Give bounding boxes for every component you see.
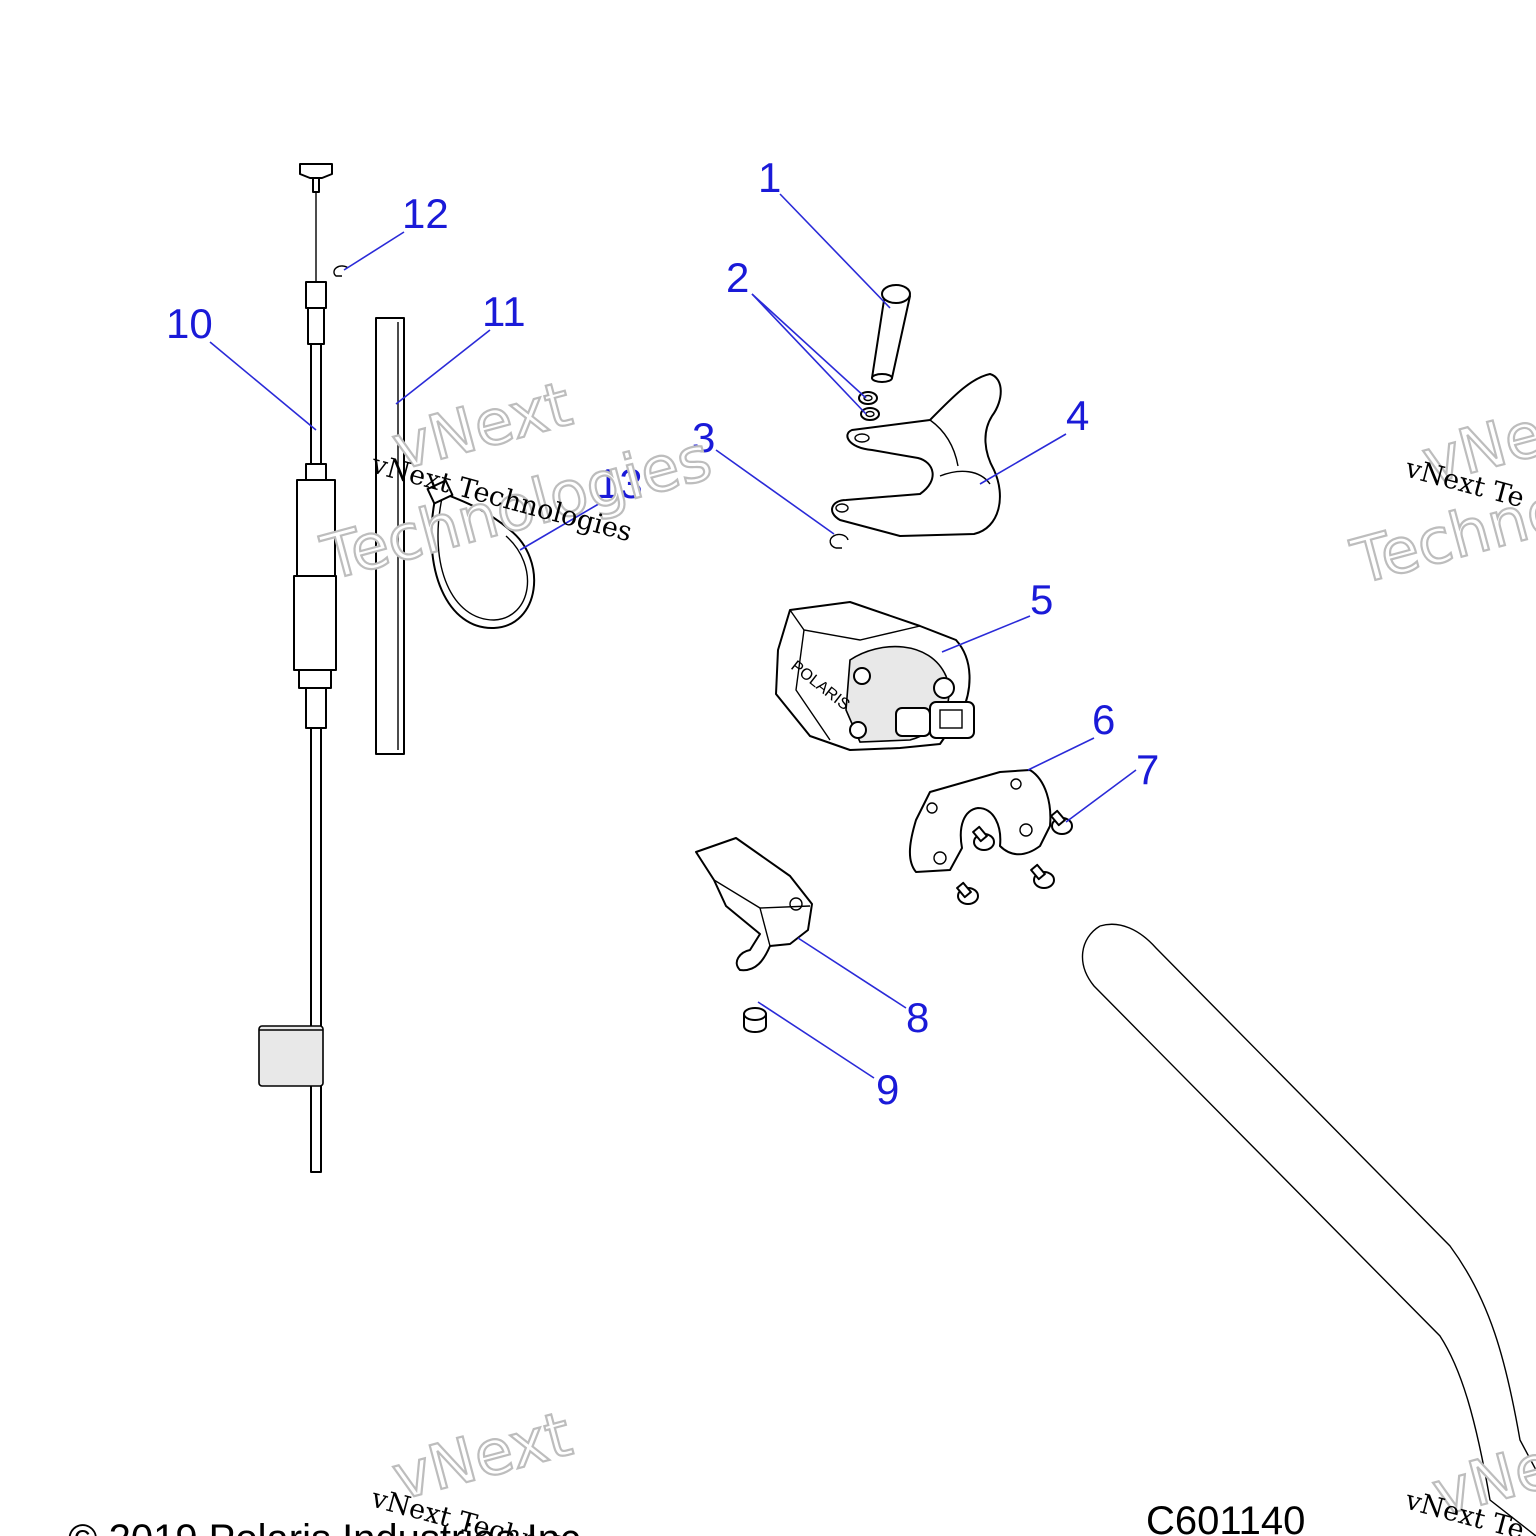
part-5-switch-housing: POLARIS	[775, 601, 975, 751]
part-12-clip	[333, 265, 349, 277]
part-2-washers	[858, 391, 880, 421]
callout-8: 8	[906, 994, 929, 1041]
part-6-clamp-plate	[909, 769, 1052, 873]
callout-3: 3	[692, 414, 715, 461]
callout-1: 1	[758, 154, 781, 201]
watermark-bottom: vNext vNext Technologies	[367, 1396, 635, 1536]
part-8-lever-mount	[695, 837, 813, 972]
diagram-code: C601140	[1146, 1499, 1305, 1536]
callout-4: 4	[1066, 392, 1089, 439]
callout-12: 12	[402, 190, 449, 237]
part-4-bracket	[831, 373, 1002, 537]
watermark-right: vNext Technologies vNext Te	[1343, 380, 1536, 600]
callout-labels: 1 2 3 4 5 6 7 8 9 10 11 12 13	[166, 154, 1159, 1113]
callout-2: 2	[726, 254, 749, 301]
callout-5: 5	[1030, 576, 1053, 623]
callout-10: 10	[166, 300, 213, 347]
part-3-clip	[829, 533, 849, 549]
callout-6: 6	[1092, 696, 1115, 743]
callout-13: 13	[596, 460, 643, 507]
handlebar-outline	[1081, 923, 1536, 1536]
part-11-sleeve	[375, 317, 405, 755]
callout-11: 11	[482, 288, 526, 335]
part-13-cable-tie	[426, 479, 536, 630]
part-10-cable	[258, 163, 337, 1173]
part-1-pin	[871, 284, 911, 383]
part-7-screws	[956, 809, 1073, 905]
callout-9: 9	[876, 1066, 899, 1113]
copyright-text: © 2019 Polaris Industries Inc.	[68, 1517, 591, 1536]
part-9-bushing	[743, 1007, 767, 1033]
watermark-bottom-right: vNext vNext Te	[1401, 1412, 1536, 1536]
callout-7: 7	[1136, 746, 1159, 793]
leader-lines	[209, 193, 1137, 1079]
